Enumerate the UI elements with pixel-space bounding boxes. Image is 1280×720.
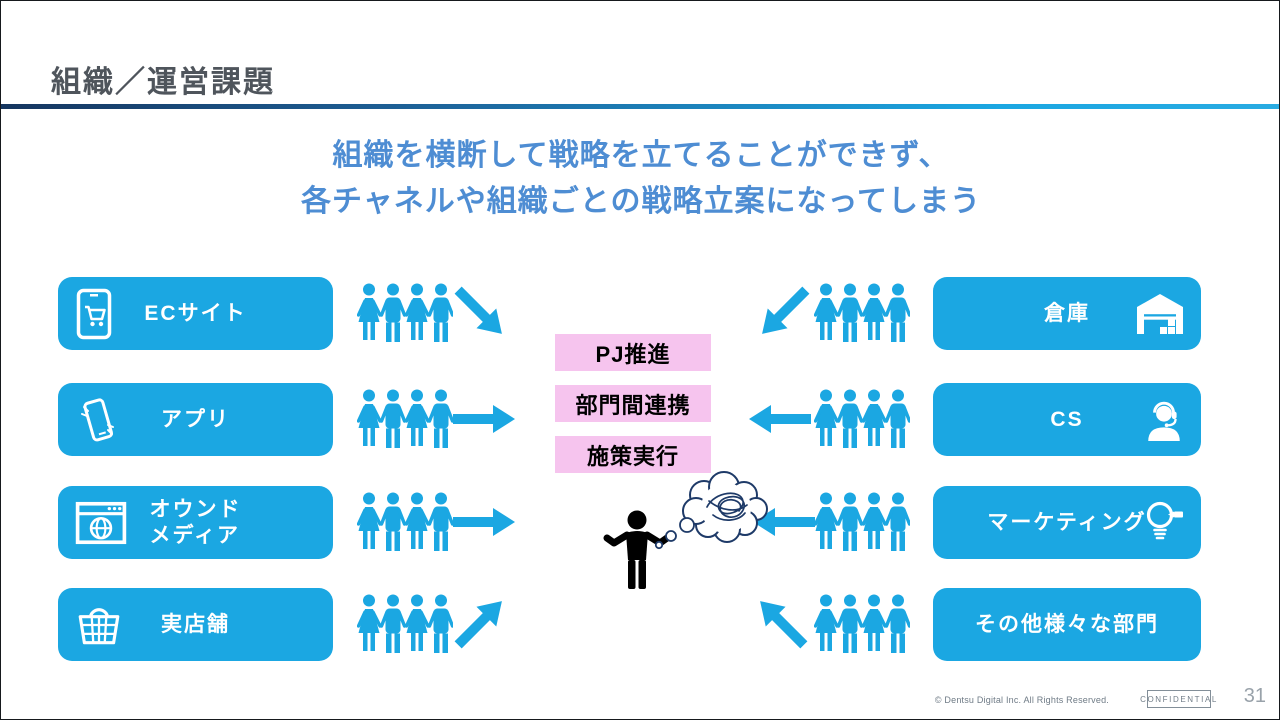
channel-label: オウンド メディア [149, 497, 242, 547]
flow-arrow-left-icon [749, 405, 811, 433]
mobile-app-icon [81, 397, 114, 441]
department-label: CS [1050, 407, 1084, 431]
page-number: 31 [1243, 685, 1266, 707]
smartphone-cart-icon [76, 288, 112, 339]
department-box-cs: CS [933, 383, 1201, 456]
flow-arrow-up-left-icon [750, 591, 814, 655]
department-box-other: その他様々な部門 [933, 588, 1201, 661]
people-group-icon [357, 491, 453, 553]
slide-title: 組織／運営課題 [51, 66, 275, 99]
title-underline-rule [1, 104, 1279, 109]
copyright-text: © Dentsu Digital Inc. All Rights Reserve… [934, 695, 1109, 705]
customer-support-headset-icon [1148, 401, 1180, 441]
shopping-basket-icon [78, 607, 120, 644]
department-label: 倉庫 [1044, 301, 1090, 325]
department-box-marketing: マーケティング [933, 486, 1201, 559]
people-group-icon [814, 491, 910, 553]
people-group-icon [814, 593, 910, 655]
main-message: 組織を横断して戦略を立てることができず、 各チャネルや組織ごとの戦略立案になって… [1, 133, 1279, 225]
people-group-icon [357, 388, 453, 450]
flow-arrow-right-icon [453, 405, 515, 433]
people-group-icon [357, 282, 453, 344]
channel-box-ec-site: ECサイト [58, 277, 333, 350]
channel-box-owned-media: オウンド メディア [58, 486, 333, 559]
browser-globe-icon [75, 501, 127, 544]
people-group-icon [357, 593, 453, 655]
confidential-badge: CONFIDENTIAL [1140, 690, 1216, 708]
department-box-warehouse: 倉庫 [933, 277, 1201, 350]
flow-arrow-down-left-icon [752, 280, 816, 344]
department-label: マーケティング [987, 510, 1147, 534]
flow-arrow-down-right-icon [448, 280, 512, 344]
channel-box-physical-store: 実店舗 [58, 588, 333, 661]
department-label: その他様々な部門 [975, 612, 1159, 636]
main-message-line2: 各チャネルや組織ごとの戦略立案になってしまう [301, 185, 981, 218]
flow-arrow-up-right-icon [448, 591, 512, 655]
lightbulb-idea-icon [1146, 501, 1183, 539]
task-label-collaboration: 部門間連携 [555, 385, 711, 422]
flow-arrow-right-icon [453, 508, 515, 536]
channel-label: ECサイト [144, 301, 247, 325]
channel-label: アプリ [161, 407, 230, 431]
channel-box-app: アプリ [58, 383, 333, 456]
task-label-execution: 施策実行 [555, 436, 711, 473]
warehouse-icon [1137, 293, 1183, 334]
main-message-line1: 組織を横断して戦略を立てることができず、 [332, 139, 950, 172]
channel-label: 実店舗 [161, 612, 230, 636]
task-label-pj: PJ推進 [555, 334, 711, 371]
confused-thought-bubble-icon [654, 471, 768, 550]
people-group-icon [814, 282, 910, 344]
people-group-icon [814, 388, 910, 450]
